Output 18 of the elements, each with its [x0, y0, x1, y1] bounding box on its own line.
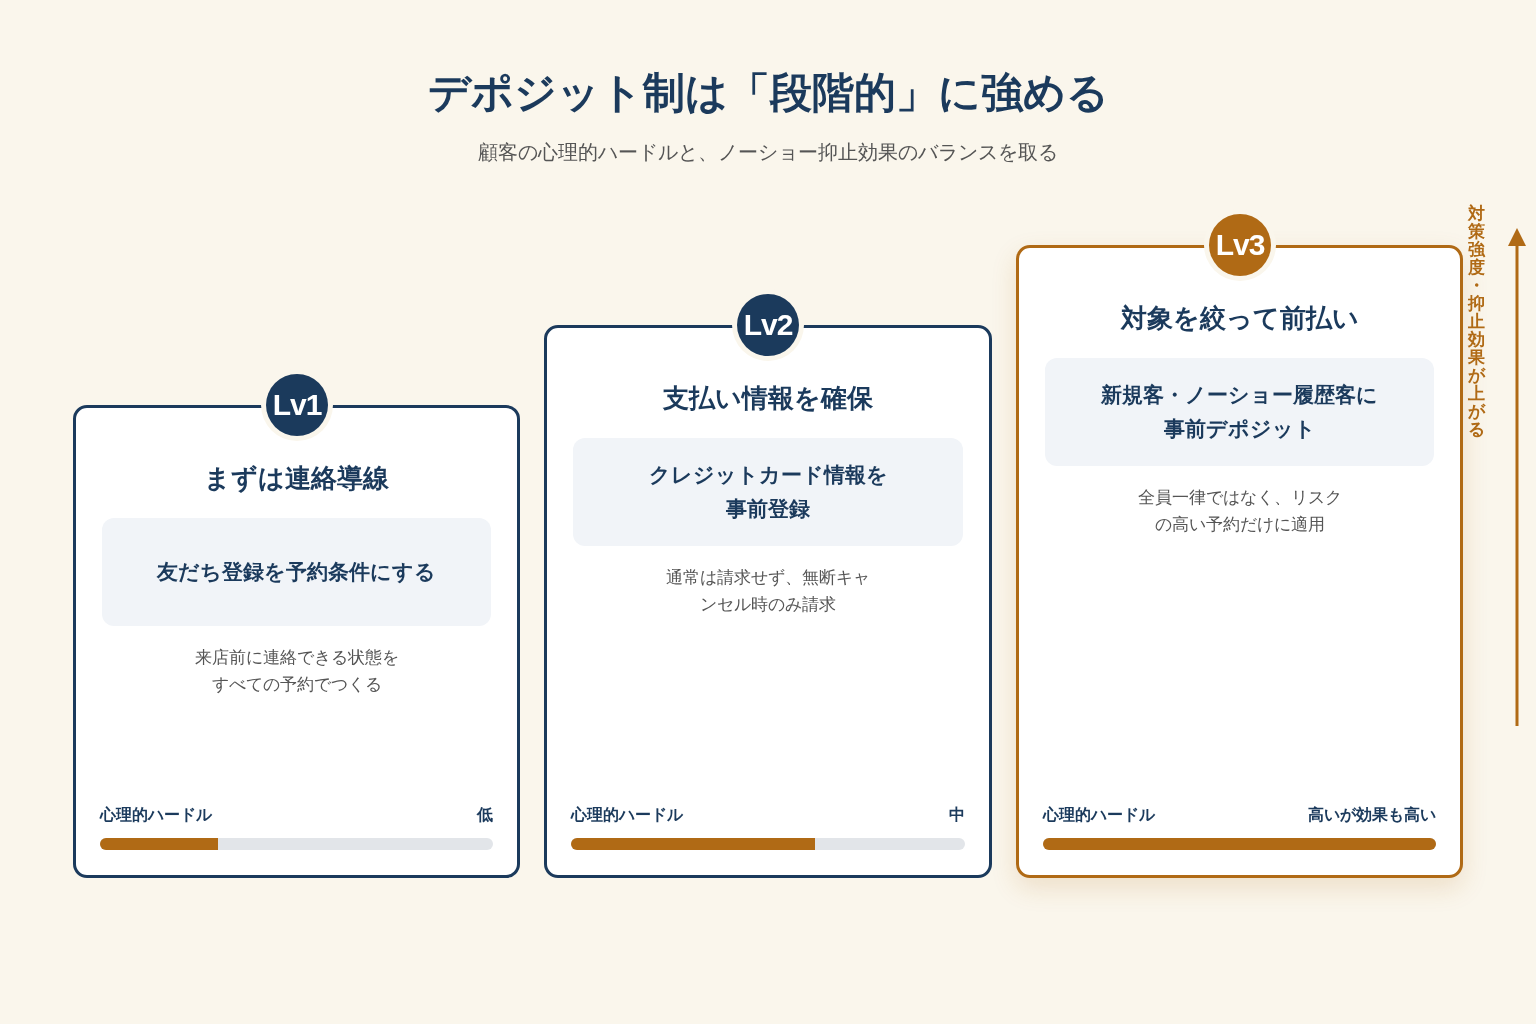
- card-description: 全員一律ではなく、リスクの高い予約だけに適用: [1136, 487, 1343, 536]
- axis-label: 対策強度・抑止効果が上がる: [1467, 205, 1485, 439]
- card-description: 来店前に連絡できる状態をすべての予約でつくる: [193, 647, 400, 696]
- action-panel: 友だち登録を予約条件にする: [102, 518, 491, 626]
- card-heading: 対象を絞って前払い: [1120, 302, 1359, 335]
- meter-value: 高いが効果も高い: [1308, 805, 1436, 825]
- card-heading: まずは連絡導線: [204, 462, 389, 495]
- card-heading: 支払い情報を確保: [663, 382, 873, 415]
- title: デポジット制は「段階的」に強める: [427, 68, 1109, 118]
- meter-label: 心理的ハードル: [571, 805, 683, 825]
- meter-value: 低: [477, 805, 493, 825]
- meter-label: 心理的ハードル: [1043, 805, 1155, 825]
- meter-label: 心理的ハードル: [100, 805, 212, 825]
- action-panel: 新規客・ノーショー履歴客に事前デポジット: [1045, 358, 1434, 466]
- subtitle: 顧客の心理的ハードルと、ノーショー抑止効果のバランスを取る: [478, 140, 1058, 165]
- card-description: 通常は請求せず、無断キャンセル時のみ請求: [665, 567, 871, 616]
- action-panel: クレジットカード情報を事前登録: [573, 438, 963, 546]
- meter-value: 中: [949, 805, 965, 825]
